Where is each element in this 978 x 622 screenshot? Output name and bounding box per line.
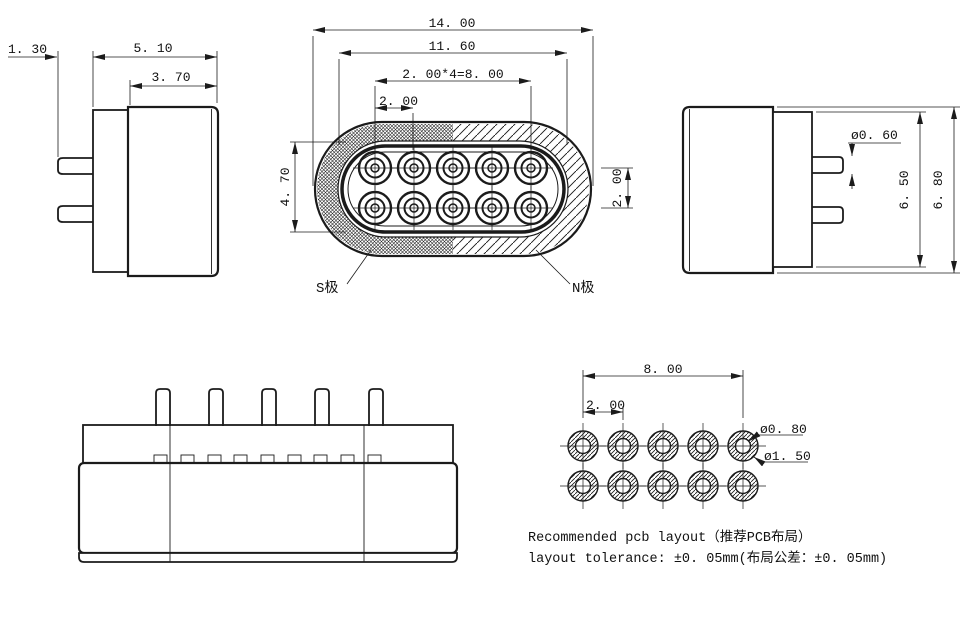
dim-shell-width: 11. 60 [429,39,476,54]
view-side-right: ø0. 60 6. 50 6. 80 [681,105,960,275]
dim-pin-span: 2. 00*4=8. 00 [402,67,503,82]
pcb-pads [559,422,767,510]
dim-cavity-height: 4. 70 [278,167,293,206]
right-view-pin-top [812,156,844,174]
view-bottom-elevation [77,388,459,563]
bottom-view-upper-band [82,424,454,464]
dim-overall-width: 14. 00 [429,16,476,31]
bottom-view-pins [155,388,384,427]
right-view-body [681,105,775,275]
right-view-pin-bottom [812,206,844,224]
dim-pin-diameter: ø0. 60 [851,128,898,143]
dim-pin-length: 1. 30 [8,42,47,57]
dim-pad-span: 8. 00 [643,362,682,377]
right-view-flange [772,111,813,268]
label-n-pole: N极 [572,280,594,297]
front-view-n-pole-hatch [453,124,589,254]
label-s-pole: S极 [316,280,338,297]
notes: Recommended pcb layout（推荐PCB布局） layout t… [528,529,887,567]
left-view-pin-bottom [57,205,93,223]
left-view-pin-top [57,157,93,175]
dim-pin-pitch: 2. 00 [379,94,418,109]
view-pcb-layout: 8. 00 2. 00 ø0. 80 ø1. 50 [559,362,811,510]
view-front: 14. 00 11. 60 2. 00*4=8. 00 2. 00 4. 70 … [278,16,633,297]
bottom-view-lower-body [77,461,459,555]
note-recommended-layout: Recommended pcb layout（推荐PCB布局） [528,529,812,546]
front-view-s-pole-hatch [317,124,453,254]
dim-row-pitch: 2. 00 [610,168,625,207]
dim-body-width: 3. 70 [151,70,190,85]
left-view-body [126,105,220,278]
dim-total-width: 5. 10 [133,41,172,56]
dim-pad-diameter: ø1. 50 [764,449,811,464]
bottom-view-base-band [78,552,458,563]
note-layout-tolerance: layout tolerance: ±0. 05mm(布局公差：±0. 05mm… [528,550,887,567]
dim-total-height: 6. 80 [931,170,946,209]
dim-step-height: 6. 50 [897,170,912,209]
left-view-flange [92,109,129,273]
view-side-left: 1. 30 5. 10 3. 70 [8,41,220,278]
dim-hole-diameter: ø0. 80 [760,422,807,437]
dim-pad-pitch: 2. 00 [586,398,625,413]
